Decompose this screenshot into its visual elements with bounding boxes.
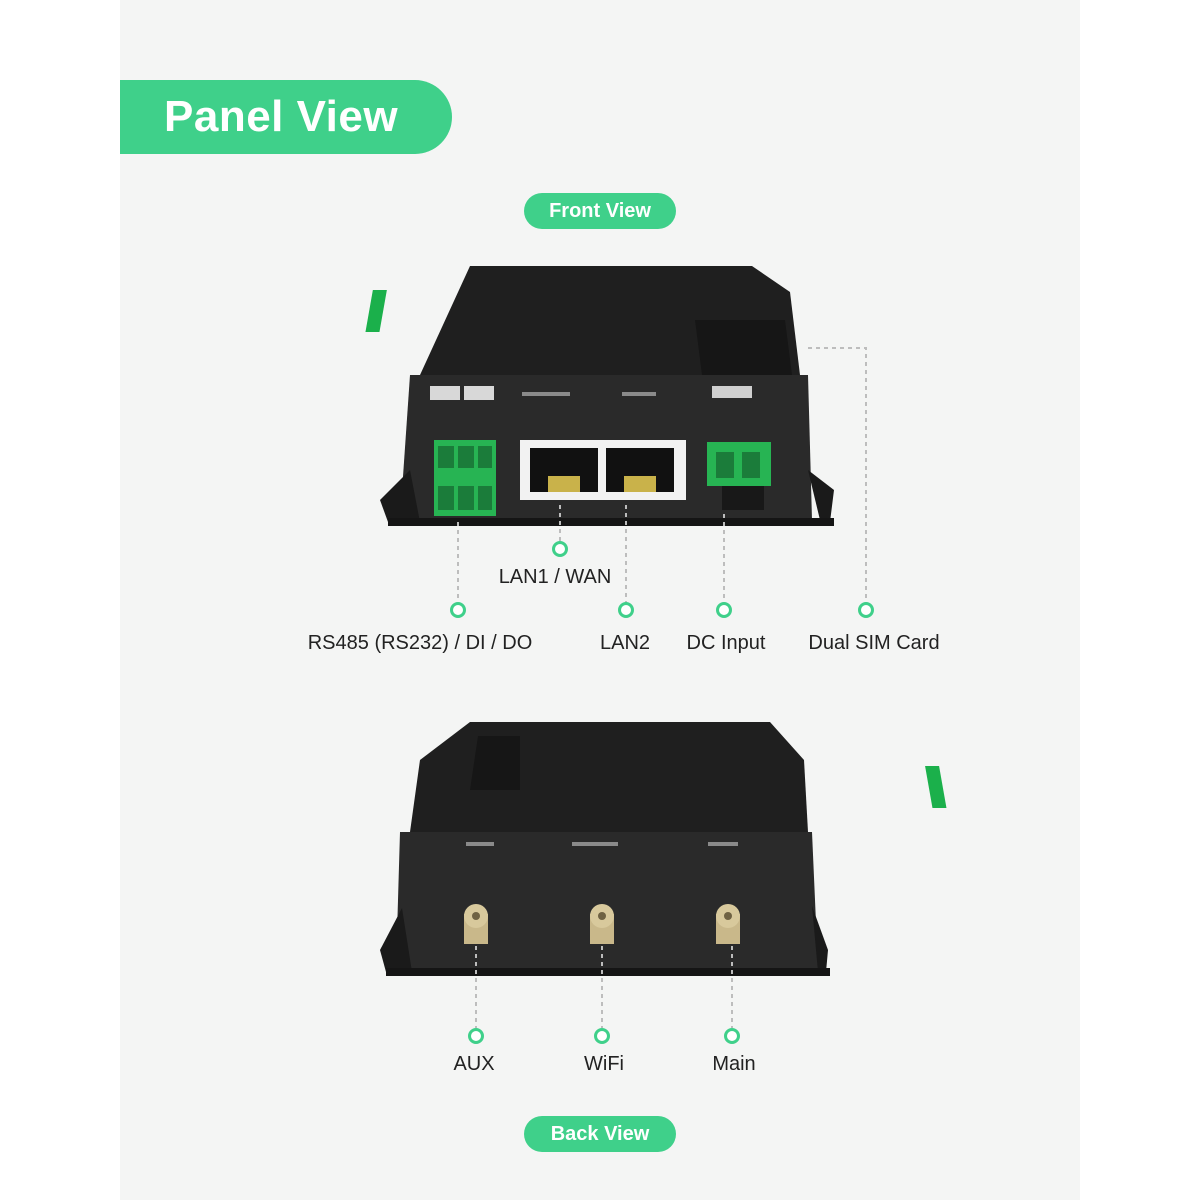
wifi-callout-dot xyxy=(594,1028,610,1044)
main-callout-dot xyxy=(724,1028,740,1044)
aux-callout-dot xyxy=(468,1028,484,1044)
front-device xyxy=(365,266,834,526)
lan1-callout-dot xyxy=(552,541,568,557)
sim-callout-dot xyxy=(858,602,874,618)
label-dc-input: DC Input xyxy=(686,632,766,654)
antenna-main xyxy=(716,904,740,944)
rs485-callout-dot xyxy=(450,602,466,618)
title-banner: Panel View xyxy=(120,80,452,154)
label-rs485: RS485 (RS232) / DI / DO xyxy=(307,632,533,654)
rs485-terminal xyxy=(434,440,496,516)
front-view-badge: Front View xyxy=(524,193,676,229)
label-lan1-wan: LAN1 / WAN xyxy=(498,566,612,588)
label-main: Main xyxy=(712,1053,756,1075)
label-aux: AUX xyxy=(453,1053,495,1075)
page-title: Panel View xyxy=(164,92,399,141)
antenna-aux xyxy=(464,904,488,944)
label-lan2: LAN2 xyxy=(599,632,651,654)
dc-callout-dot xyxy=(716,602,732,618)
label-wifi: WiFi xyxy=(584,1053,624,1075)
dc-input-connector xyxy=(707,442,771,510)
label-dual-sim: Dual SIM Card xyxy=(808,632,940,654)
ethernet-ports xyxy=(520,440,686,500)
antenna-wifi xyxy=(590,904,614,944)
back-view-badge: Back View xyxy=(524,1116,676,1152)
back-device xyxy=(380,722,947,976)
lan2-callout-dot xyxy=(618,602,634,618)
